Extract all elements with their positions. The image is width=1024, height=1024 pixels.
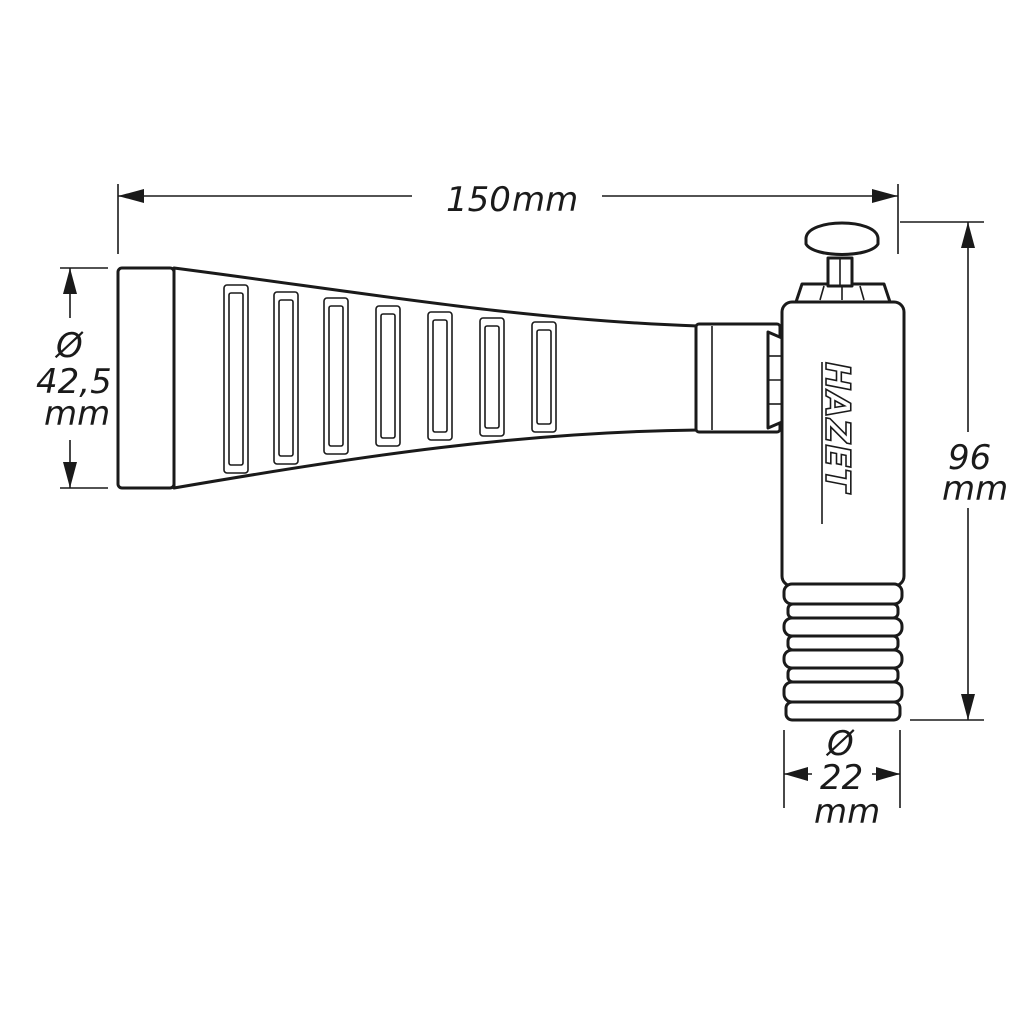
- length-value: 150: [446, 180, 511, 220]
- height-unit: mm: [942, 469, 1008, 509]
- horn-main-body: [780, 221, 906, 588]
- dimension-height: 96 mm: [900, 221, 1008, 721]
- horn-grip-ribs: [223, 284, 557, 474]
- height-value: 96: [948, 438, 991, 478]
- horn-diameter-unit: mm: [44, 394, 110, 434]
- brand-logo: HAZET: [817, 362, 857, 495]
- dimension-body-diameter: Ø 22 mm: [783, 724, 901, 832]
- body-diameter-value: 22: [820, 758, 863, 798]
- grip-ribs: [782, 582, 904, 722]
- body-diameter-unit: mm: [814, 792, 880, 832]
- length-unit: mm: [512, 180, 578, 220]
- horn-diameter-value: 42,5: [36, 362, 112, 402]
- body-diameter-symbol: Ø: [825, 724, 855, 764]
- horn-funnel: [116, 266, 788, 490]
- dimension-length: 150 mm: [117, 180, 899, 254]
- horn-diameter-symbol: Ø: [54, 326, 84, 366]
- dimension-horn-diameter: Ø 42,5 mm: [36, 267, 112, 489]
